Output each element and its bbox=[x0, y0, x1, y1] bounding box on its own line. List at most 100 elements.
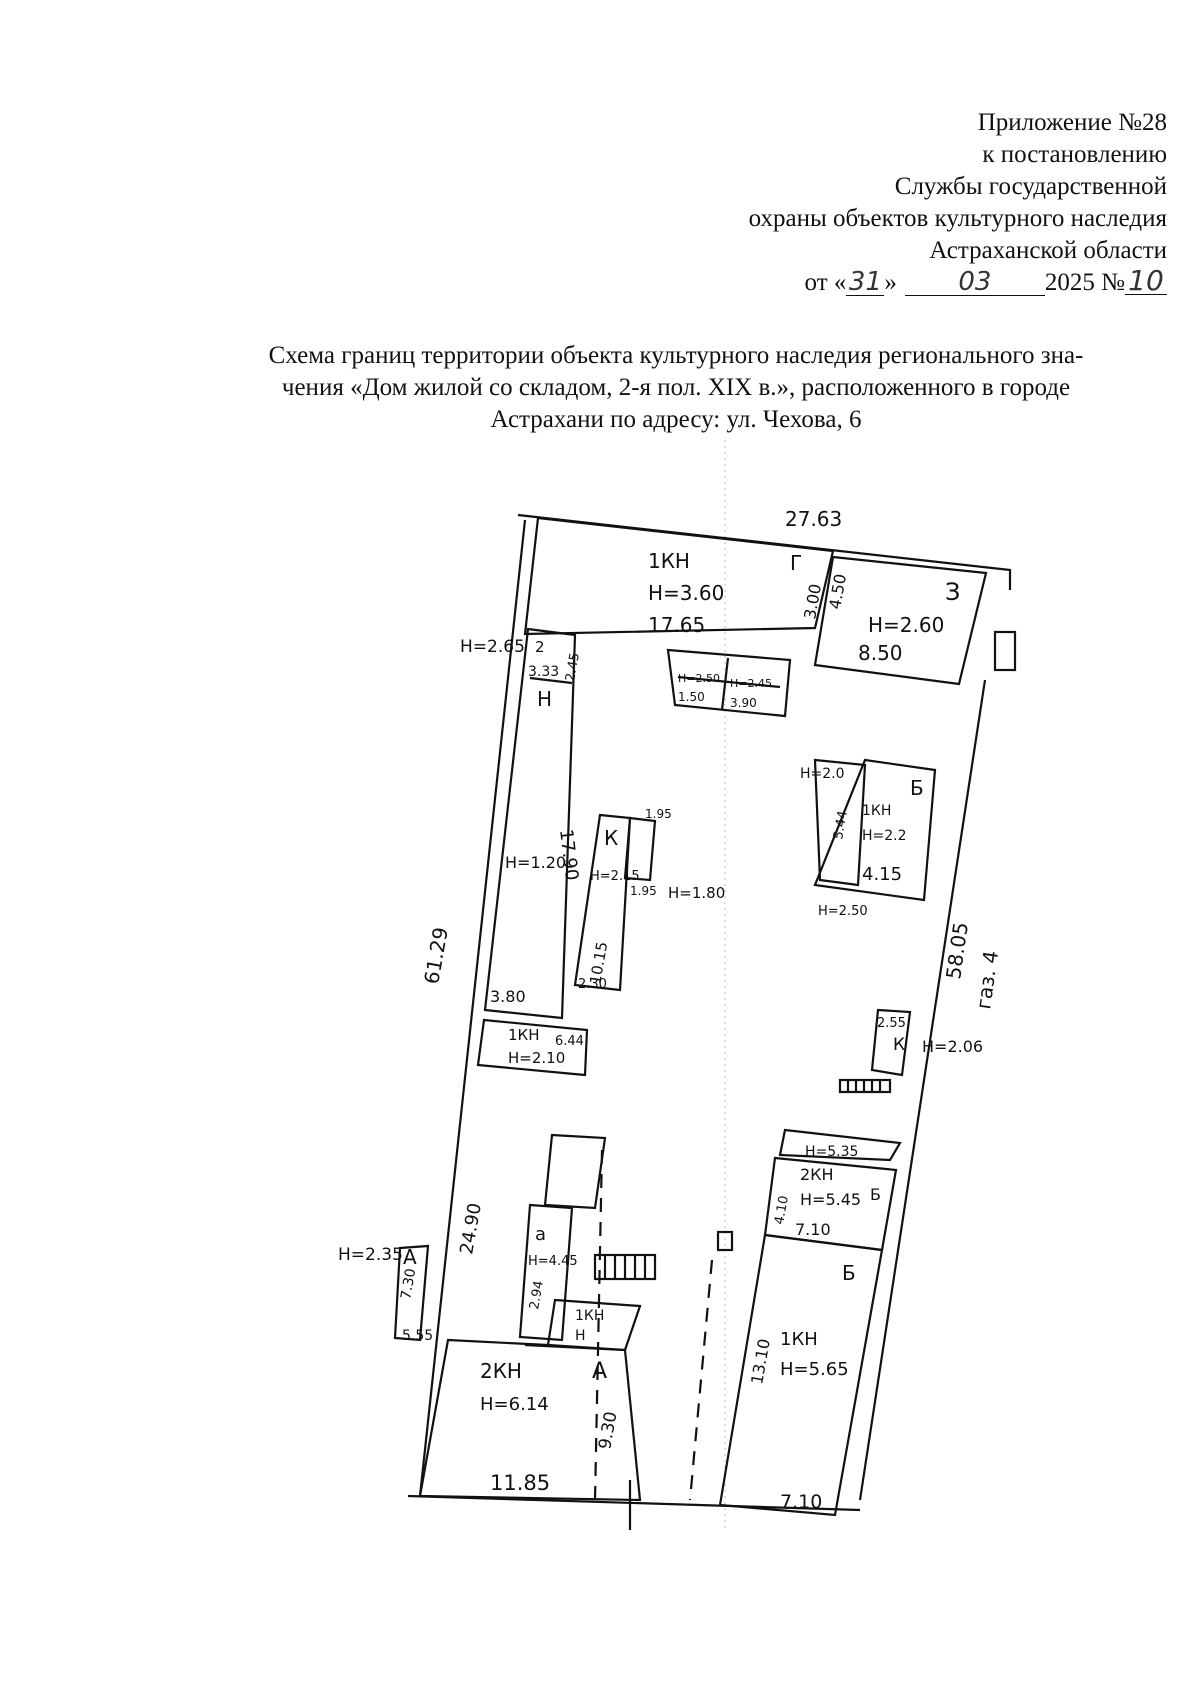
height-label: Н=2.15 bbox=[590, 869, 640, 884]
letter-label: 2 bbox=[535, 638, 545, 656]
header-line: к постановлению bbox=[982, 141, 1167, 168]
room-label: 2КН bbox=[800, 1165, 834, 1184]
date-prefix: от « bbox=[804, 269, 847, 296]
document-header: Приложение №28 к постановлению Службы го… bbox=[407, 107, 1167, 299]
height-label: Н=2.2 bbox=[862, 828, 907, 844]
document-number: 10 bbox=[1125, 267, 1167, 295]
letter-label: а bbox=[535, 1224, 546, 1245]
dimension-label: 4.10 bbox=[772, 1195, 792, 1226]
building-z bbox=[813, 555, 988, 686]
room-label: 2КН bbox=[480, 1359, 522, 1383]
building-b-left bbox=[813, 758, 867, 887]
bottom-boundary bbox=[407, 1494, 861, 1512]
height-label: Н=1.80 bbox=[668, 884, 725, 902]
dimension-label: 17.65 bbox=[648, 613, 705, 637]
kiosk-annex bbox=[623, 816, 657, 882]
dimension-label: 3.80 bbox=[490, 987, 526, 1006]
left-boundary bbox=[418, 519, 527, 1497]
building-a-small bbox=[518, 1203, 574, 1342]
letter-label: А bbox=[592, 1359, 607, 1384]
height-label: Н=2.60 bbox=[868, 613, 944, 637]
letter-label: Б bbox=[842, 1261, 856, 1285]
building-a-wall bbox=[543, 1133, 607, 1210]
header-line: Приложение №28 bbox=[977, 109, 1167, 136]
middle-block bbox=[476, 1018, 589, 1077]
dimension-label: 6.44 bbox=[555, 1034, 584, 1049]
height-label: Н=5.35 bbox=[805, 1144, 858, 1160]
height-label: Н=2.65 bbox=[460, 637, 525, 657]
building-b-upper bbox=[813, 758, 937, 902]
room-label: 1КН bbox=[780, 1329, 818, 1350]
height-label: Н=2.10 bbox=[508, 1049, 565, 1067]
room-label: 1КН bbox=[508, 1026, 539, 1044]
dimension-label: 2.45 bbox=[563, 652, 583, 683]
height-label: Н=4.45 bbox=[528, 1254, 578, 1269]
header-line: Астраханской области bbox=[929, 237, 1167, 264]
letter-label: Г bbox=[790, 551, 802, 575]
left-wing bbox=[483, 627, 577, 1020]
dimension-label: 3.90 bbox=[730, 696, 757, 710]
center-element bbox=[716, 1230, 734, 1252]
dashed-path bbox=[688, 1259, 714, 1501]
dimension-label: 7.10 bbox=[780, 1491, 822, 1513]
date-year: 2025 № bbox=[1044, 269, 1125, 296]
dimension-label: 24.90 bbox=[456, 1201, 486, 1255]
porch-divider bbox=[677, 675, 781, 689]
dimension-label: 1.50 bbox=[678, 690, 705, 704]
date-sep: » bbox=[884, 269, 897, 296]
header-line: Службы государственной bbox=[894, 173, 1167, 200]
header-line: охраны объектов культурного наследия bbox=[748, 205, 1167, 232]
stairs-right bbox=[838, 1078, 892, 1094]
dimension-label: 4.15 bbox=[862, 864, 902, 885]
wing-label: Н bbox=[537, 687, 552, 711]
letter-label: К bbox=[604, 826, 618, 850]
building-b1-porch bbox=[778, 1128, 902, 1162]
letter-label: З bbox=[945, 578, 960, 606]
building-b-lower bbox=[718, 1233, 884, 1517]
wall-line bbox=[529, 676, 573, 685]
letter-label: Б bbox=[910, 776, 924, 800]
small-box-right bbox=[993, 630, 1017, 672]
dimension-label: 1.95 bbox=[630, 884, 657, 898]
dimension-label: 13.10 bbox=[747, 1337, 774, 1385]
porch-north bbox=[666, 648, 792, 718]
title-line: Астрахани по адресу: ул. Чехова, 6 bbox=[490, 406, 862, 433]
date-day: 31 bbox=[846, 269, 885, 296]
height-label: Н bbox=[575, 1328, 586, 1344]
title-line: чения «Дом жилой со складом, 2-я пол. XI… bbox=[281, 374, 1071, 401]
scheme-title: Схема границ территории объекта культурн… bbox=[226, 340, 1126, 436]
room-label: 1КН bbox=[648, 549, 690, 573]
dashed-path bbox=[593, 1149, 604, 1501]
height-label: Н=5.65 bbox=[780, 1359, 849, 1380]
building-g bbox=[523, 516, 835, 636]
stairs-center bbox=[593, 1253, 657, 1281]
dimension-label: 3.33 bbox=[528, 664, 559, 680]
dimension-label: 3.00 bbox=[800, 582, 825, 620]
dimension-label: 11.85 bbox=[490, 1471, 550, 1495]
date-month: 03 bbox=[904, 269, 1045, 296]
height-label: Н=5.45 bbox=[800, 1190, 861, 1209]
letter-label: К bbox=[893, 1035, 905, 1055]
dimension-label: 61.29 bbox=[419, 925, 453, 986]
height-label: Н=2.50 bbox=[818, 904, 868, 919]
dimension-label: 2.94 bbox=[527, 1280, 547, 1311]
dimension-label: 2.30 bbox=[578, 977, 607, 992]
dimension-label: 9.30 bbox=[595, 1410, 621, 1451]
height-label: Н=1.20 bbox=[505, 853, 566, 872]
building-k2 bbox=[870, 1008, 912, 1077]
letter-label: А bbox=[403, 1245, 417, 1269]
annex-left bbox=[393, 1244, 430, 1342]
height-label: Н=2.0 bbox=[800, 766, 845, 782]
top-boundary bbox=[517, 513, 1012, 590]
title-line: Схема границ территории объекта культурн… bbox=[268, 342, 1084, 369]
note-label: газ. 4 bbox=[971, 949, 1003, 1011]
porch-divider bbox=[720, 657, 730, 711]
dimension-label: 1.95 bbox=[645, 807, 672, 821]
height-label: Н=2.45 bbox=[730, 677, 772, 690]
right-boundary bbox=[858, 679, 987, 1501]
room-label: 1КН bbox=[575, 1308, 604, 1324]
dimension-label: 2.55 bbox=[877, 1016, 906, 1031]
height-label: Н=2.06 bbox=[922, 1037, 983, 1056]
dimension-label: 5.55 bbox=[402, 1328, 433, 1344]
